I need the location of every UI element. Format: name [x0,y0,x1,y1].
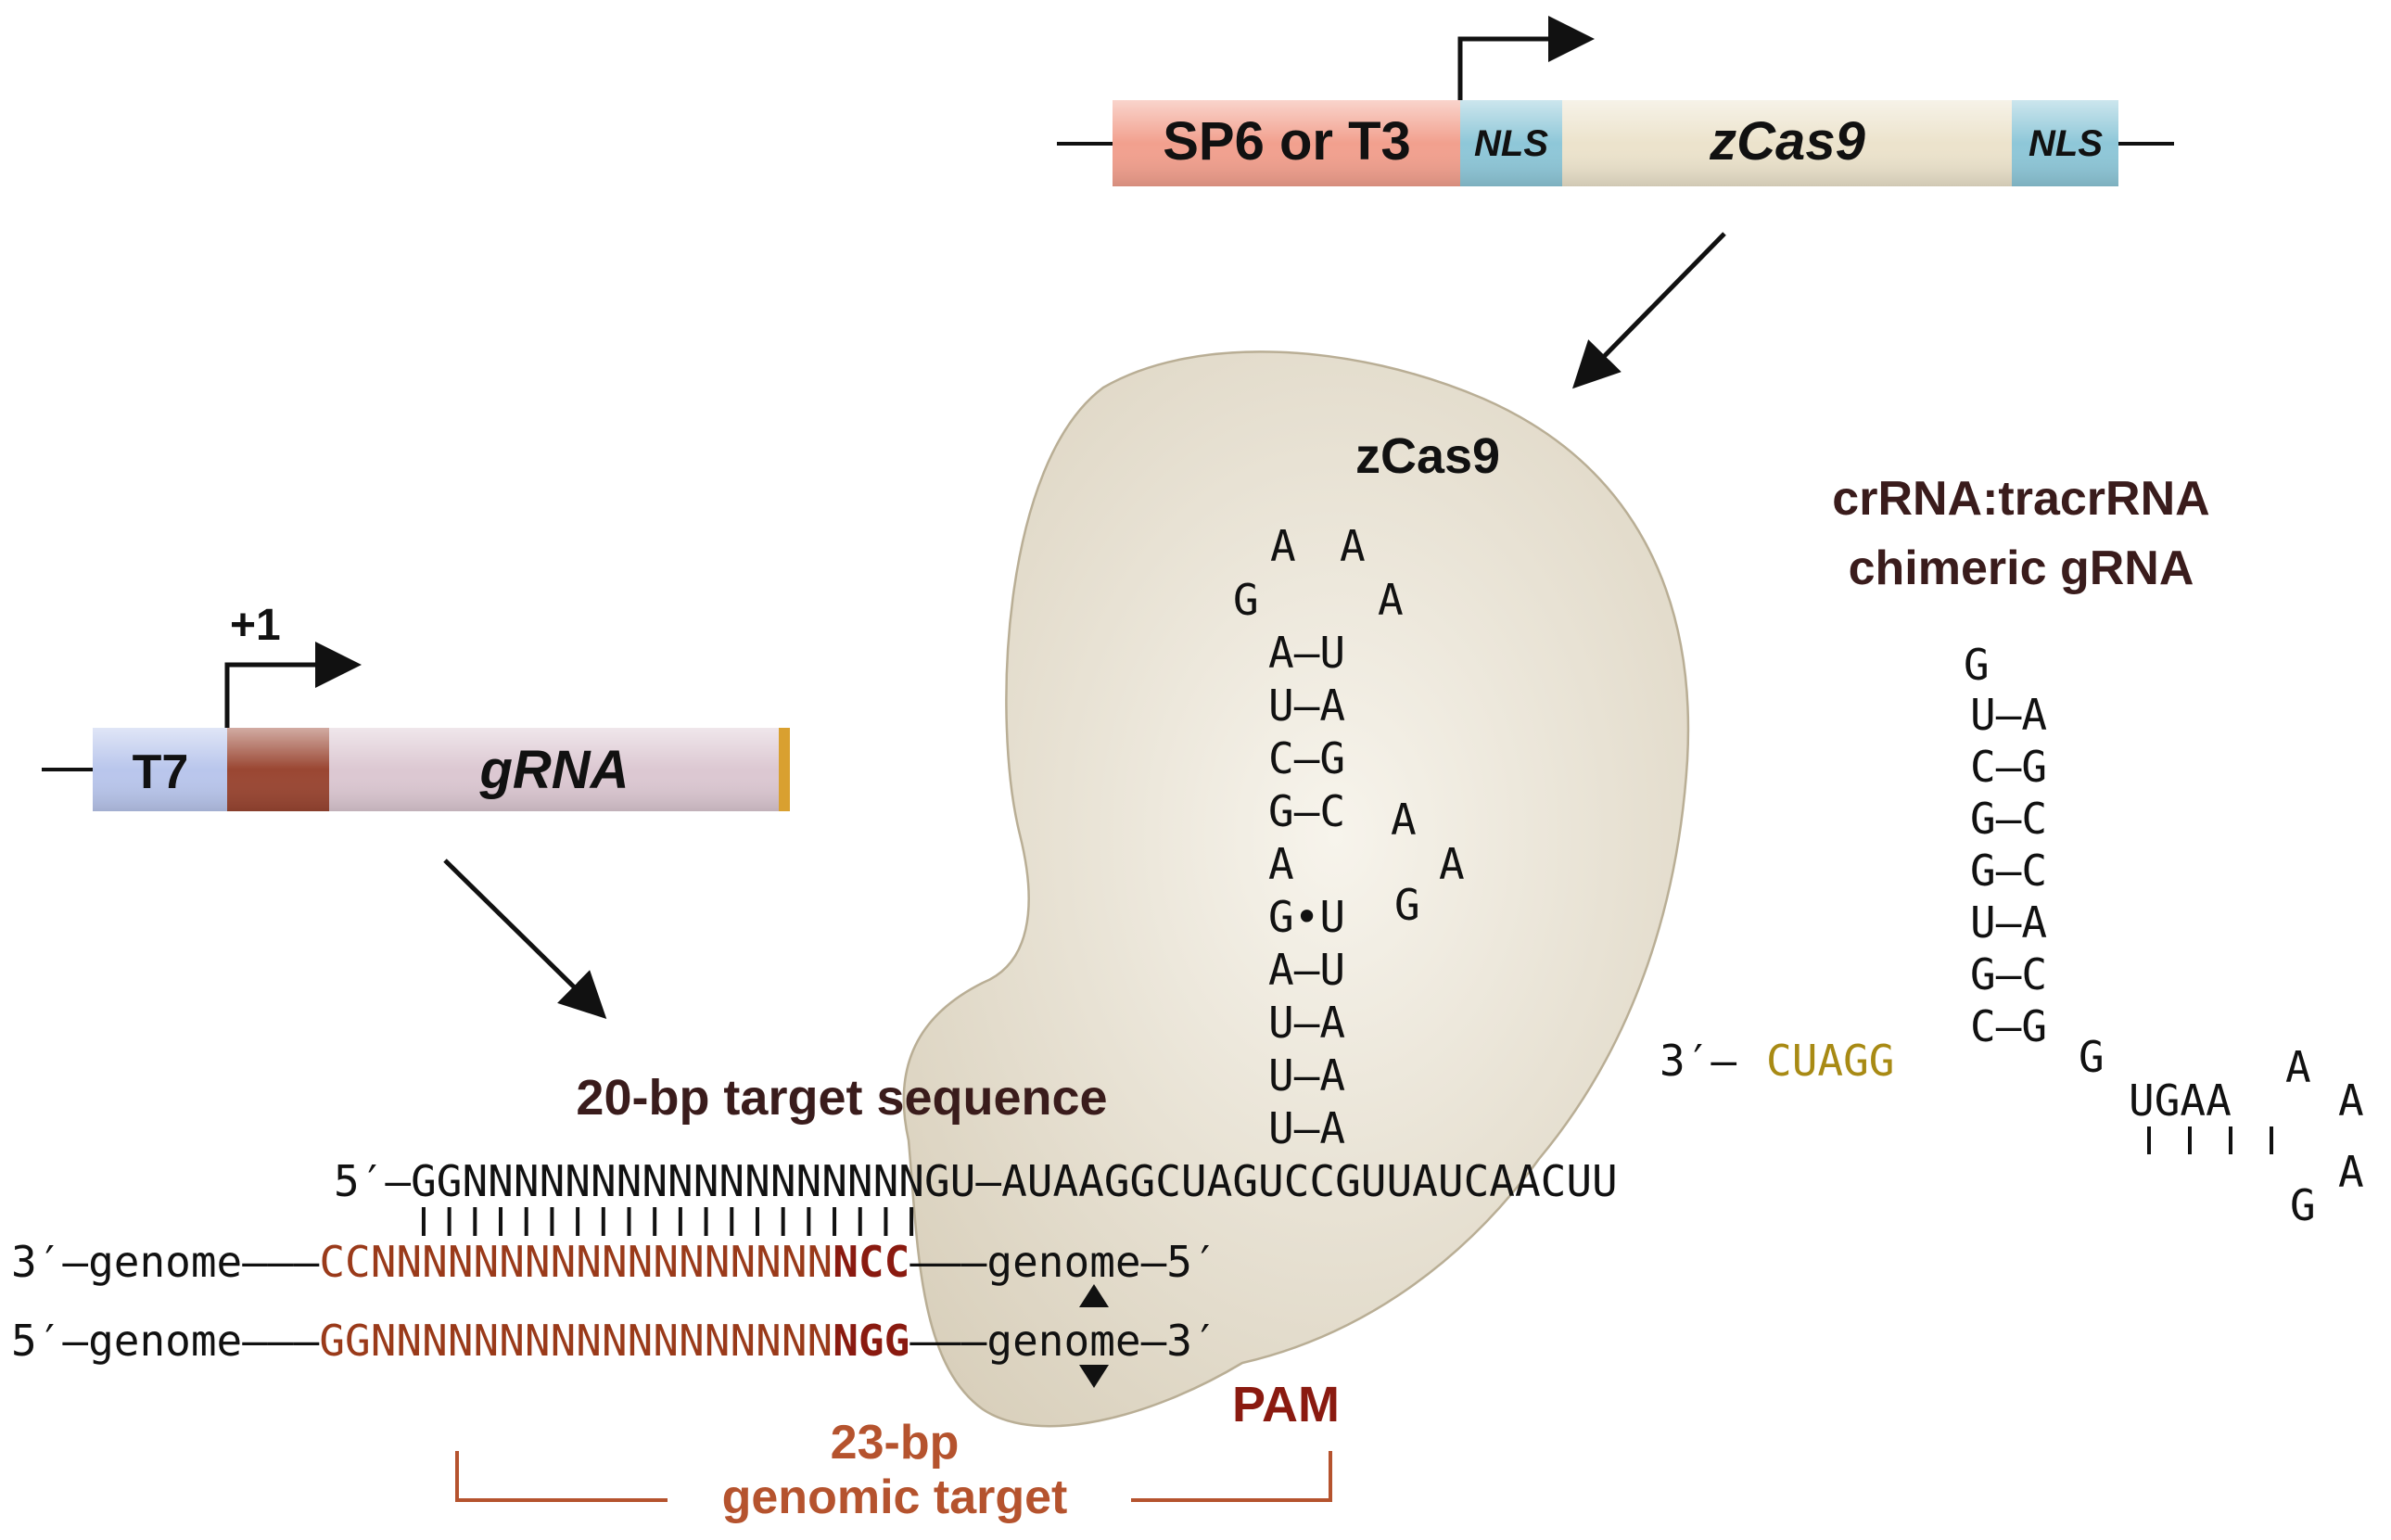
zcas9-gene-label: zCas9 [1709,111,1865,172]
genome-top-target: CCNNNNNNNNNNNNNNNNNN [319,1237,833,1287]
stem1-pair: U–A [1268,1103,1345,1153]
chimeric-grna-label-line2: chimeric gRNA [1849,541,2194,595]
stem2-pair: G–C [1970,794,2047,844]
grna-construct: T7 gRNA +1 [42,601,790,811]
grna-transcription-start-arrow [224,642,362,728]
loop1-a2: A [1340,521,1366,571]
loop1-g: G [1233,575,1259,625]
tail-sequence: CUAGG [1766,1036,1894,1086]
grna-gene-label: gRNA [478,740,629,800]
loop2-a1: A [2285,1042,2311,1092]
genome-top-strand: 3′–genome–––CCNNNNNNNNNNNNNNNNNNNCC–––ge… [11,1237,1218,1287]
genomic-target-label-line2: genomic target [722,1470,1068,1524]
grna-guide-sequence: GGNNNNNNNNNNNNNNNNNN [411,1156,924,1206]
stem2-g-after: G [2079,1032,2105,1082]
nls-left-label: NLS [1474,123,1548,164]
genomic-target-bracket [455,1451,1332,1502]
t7-promoter-label: T7 [133,745,189,799]
chimeric-grna-label-line1: crRNA:tracrRNA [1832,472,2209,526]
loop1-a3: A [1378,575,1404,625]
stem2-pair: G–C [1970,846,2047,896]
genome-top-left: 3′–genome––– [11,1237,320,1287]
stem1-pair: C–G [1268,733,1345,783]
cas9-construct: SP6 or T3 NLS zCas9 NLS [1057,16,2174,186]
stem2-pair: U–A [1970,690,2047,740]
cut-site-bottom-triangle [1079,1365,1109,1388]
bulge-g: G [1394,880,1420,930]
genome-bot-right: –––genome–3′ [909,1316,1217,1366]
loop2-a3: A [2338,1147,2364,1197]
grna-scaffold-sequence: GU–AUAAGGCUAGUCCGUUAUCAACUU [924,1156,1618,1206]
stem2-pair: G–C [1970,949,2047,999]
genome-bottom-strand: 5′–genome–––GGNNNNNNNNNNNNNNNNNNNGG–––ge… [11,1316,1218,1366]
stem1-pair: A [1268,839,1294,889]
stem1-pair: A–U [1268,628,1345,678]
genome-bot-pam: NGG [833,1316,909,1366]
stem2-pairing-ticks [2147,1126,2273,1154]
cas9-protein-shape [902,350,1690,1428]
stem1-pair: G•U [1268,892,1345,942]
genome-top-right: –––genome–5′ [909,1237,1217,1287]
stem2-ugaa: UGAA [2129,1075,2232,1126]
loop1-a1: A [1270,521,1296,571]
nls-right-label: NLS [2029,123,2103,164]
stem2-pair: C–G [1970,1001,2047,1051]
genome-bot-target: GGNNNNNNNNNNNNNNNNNN [319,1316,833,1366]
cas9-transcription-start-arrow [1457,16,1595,100]
genome-top-pam: NCC [833,1237,909,1287]
grna-start-plus1-label: +1 [230,601,281,650]
stem2-pair: C–G [1970,742,2047,792]
loop2-g-bottom: G [2290,1180,2316,1230]
loop2-g: G [1964,640,1990,690]
loop2-a2: A [2338,1075,2364,1126]
cas9-expression-arrow [1571,232,1726,389]
tail-3prime: 3′– [1660,1036,1736,1086]
grna-expression-arrow [443,859,607,1020]
cut-site-top-triangle [1079,1284,1109,1307]
grna-end-box [779,728,790,811]
grna-sequence-line: 5′–GGNNNNNNNNNNNNNNNNNNGU–AUAAGGCUAGUCCG… [334,1156,1618,1206]
stem1-pair: U–A [1268,998,1345,1048]
stem1-pair: G–C [1268,786,1345,836]
stem1-pair: U–A [1268,681,1345,731]
stem-loop-2: G U–A C–G G–C G–C U–A G–C C–G G UGAA A A… [1964,640,2364,1230]
zcas9-protein-label: zCas9 [1355,428,1500,484]
guide-pairing-ticks [421,1207,914,1236]
bulge-a2: A [1439,839,1465,889]
grna-5prime: 5′– [334,1156,411,1206]
genomic-target-label-line1: 23-bp [831,1416,960,1470]
stem-loop-1: A A G A A–U U–A C–G G–C A G•U A–U U–A U–… [1233,521,1465,1153]
stem1-pair: U–A [1268,1050,1345,1101]
target-sequence-label: 20-bp target sequence [576,1070,1107,1126]
pam-label: PAM [1232,1377,1340,1432]
sp6-promoter-label: SP6 or T3 [1163,111,1411,172]
bulge-a1: A [1391,795,1417,845]
stem2-pair: U–A [1970,897,2047,948]
genome-bot-left: 5′–genome––– [11,1316,320,1366]
stem1-pair: A–U [1268,945,1345,995]
